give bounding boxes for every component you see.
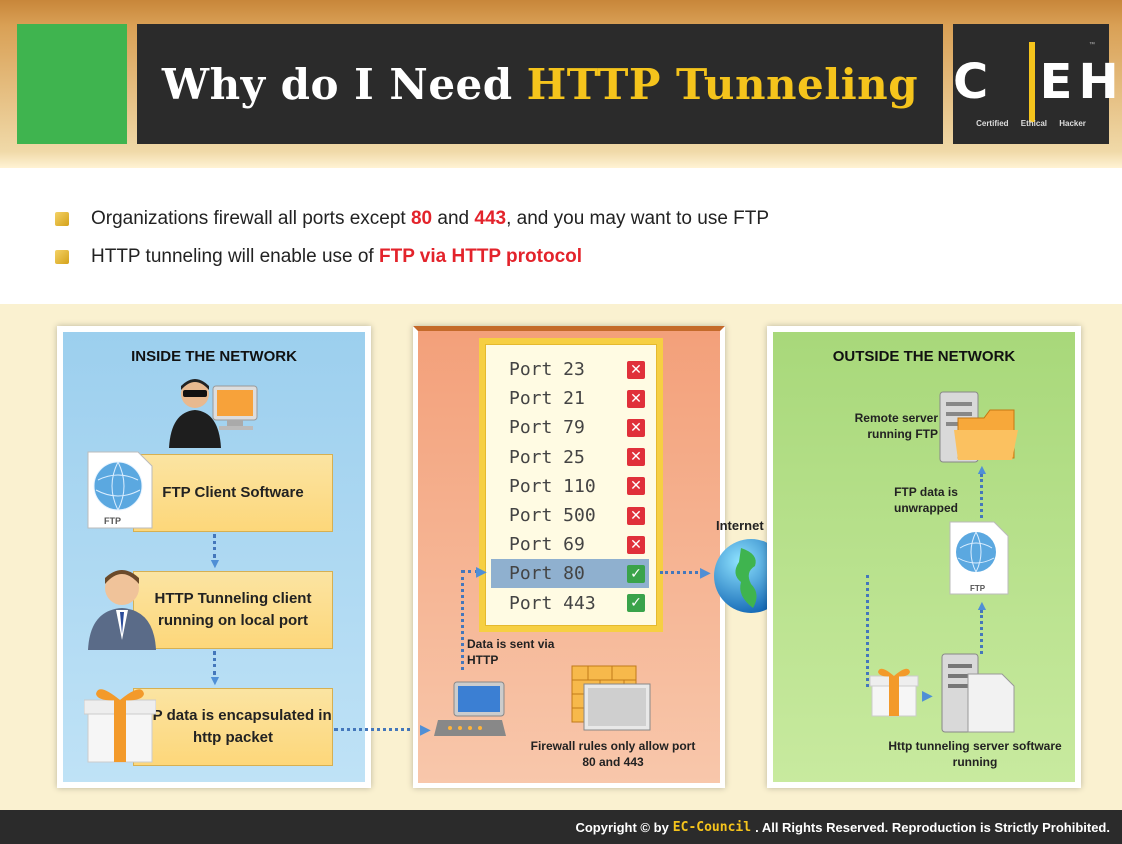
header-accent-block [17,24,127,144]
bullet-1-text: Organizations firewall all ports except … [91,208,770,229]
port-label: Port 69 [509,534,585,556]
outside-title: OUTSIDE THE NETWORK [832,348,1016,365]
chevron-down-icon: ▼ [208,672,222,688]
port-row: Port 110 ✕ [491,472,649,501]
port-label: Port 443 [509,592,596,614]
ftp-server-folder-icon [939,391,1018,463]
encapsulated-box: FTP data is encapsulated in http packet [133,688,333,766]
logo-trademark: ™ [1089,42,1095,48]
ec-council-logo: EC-Council [672,819,752,835]
ftp-doc-label: FTP [104,516,121,526]
logo-letters: C EH [953,54,1122,110]
chevron-right-icon: ▶ [700,564,711,580]
port-label: Port 23 [509,359,585,380]
tunneling-client-box: HTTP Tunneling client running on local p… [133,571,333,649]
chevron-up-icon: ▲ [975,461,989,477]
ftp-client-box: FTP Client Software [133,454,333,532]
port-row: Port 69 ✕ [491,530,649,559]
blocked-x-icon: ✕ [627,477,645,496]
ftp-doc-label: FTP [970,584,986,593]
hacker-computer-icon [169,379,258,448]
inside-title: INSIDE THE NETWORK [131,348,297,365]
port-label: Port 500 [509,505,596,526]
port-label: Port 79 [509,417,585,439]
arrow-router-to-port80 [461,570,464,670]
blocked-x-icon: ✕ [627,506,645,525]
chevron-right-icon: ▶ [476,563,487,579]
port-row: Port 500 ✕ [491,501,649,530]
chevron-right-icon: ▶ [922,687,933,703]
blocked-x-icon: ✕ [627,535,645,554]
arrow-down-to-packet [866,575,869,687]
bullet-square-icon [55,250,69,264]
bullet-2: HTTP tunneling will enable use of FTP vi… [55,242,582,272]
port-row: Port 21 ✕ [491,384,649,413]
bullet-2-text: HTTP tunneling will enable use of FTP vi… [91,246,583,267]
bullet-section [0,172,1122,302]
title-bar: Why do I Need HTTP Tunneling [137,24,943,144]
port-row: Port 80 ✓ [491,559,649,589]
port-row: Port 25 ✕ [491,443,649,472]
port-label: Port 80 [509,563,585,585]
port-row: Port 79 ✕ [491,413,649,442]
blocked-x-icon: ✕ [627,418,645,437]
ftp-document-icon [87,451,153,529]
arrow-client-to-tunnel [213,534,216,558]
bullet-square-icon [55,212,69,226]
arrow-packet-to-router [334,728,430,731]
firewall-icon [571,665,651,731]
arrow-unwrap-to-server [980,474,983,518]
title-highlight: HTTP Tunneling [526,59,919,109]
arrow-port80-to-internet [660,571,704,574]
tunneling-server-label: Http tunneling server software running [888,739,1062,769]
arrow-server-to-unwrap [980,610,983,654]
unwrapped-label: FTP data is unwrapped [893,485,958,515]
logo-subtitle: Certified Ethical Hacker [976,119,1086,128]
user-icon [88,570,156,650]
arrow-into-port80 [461,570,479,573]
firewall-rules-label: Firewall rules only allow port 80 and 44… [530,739,696,769]
router-laptop-icon [434,681,506,736]
allowed-check-icon: ✓ [627,564,645,583]
arrow-tunnel-to-packet [213,651,216,675]
logo-divider [1029,42,1035,122]
gift-packet-icon [869,668,919,717]
internet-label: Internet [716,518,764,533]
bullet-1: Organizations firewall all ports except … [55,204,769,234]
blocked-x-icon: ✕ [627,389,645,408]
ceh-logo: C EH Certified Ethical Hacker ™ [953,24,1122,144]
allowed-check-icon: ✓ [627,594,645,613]
tunneling-server-icon [941,653,1015,733]
outside-network-panel [767,326,1081,788]
gift-packet-icon [84,689,156,763]
title-plain: Why do I Need [161,59,513,109]
port-label: Port 21 [509,388,585,410]
chevron-down-icon: ▼ [208,555,222,571]
port-row: Port 443 ✓ [491,589,649,618]
data-sent-label: Data is sent via HTTP [467,637,555,667]
blocked-x-icon: ✕ [627,360,645,379]
port-label: Port 110 [509,475,596,497]
slide-title: Why do I Need HTTP Tunneling [137,24,943,144]
blocked-x-icon: ✕ [627,448,645,467]
chevron-right-icon: ▶ [420,721,431,737]
chevron-up-icon: ▲ [975,597,989,613]
port-row: Port 23 ✕ [491,355,649,384]
port-label: Port 25 [509,446,585,468]
remote-server-label: Remote server running FTP [854,411,938,441]
ftp-document-icon [949,521,1009,595]
